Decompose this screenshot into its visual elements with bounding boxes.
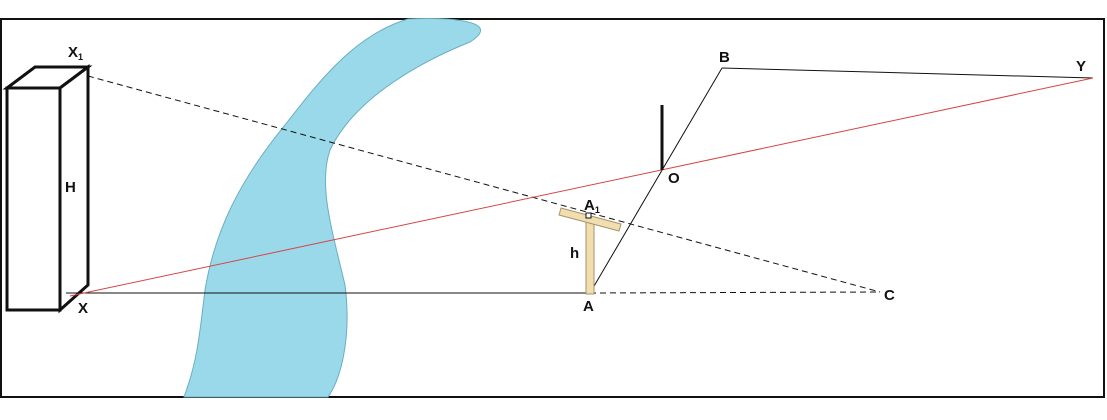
label-y: Y <box>1076 58 1086 75</box>
label-o: O <box>668 170 680 187</box>
building <box>2 64 93 314</box>
frame-border <box>0 18 1105 398</box>
measuring-rod <box>558 207 622 295</box>
dashed-line-x1-c <box>87 75 881 293</box>
label-a1: A1 <box>584 197 600 215</box>
line-b-y <box>721 67 1094 79</box>
label-c: C <box>884 287 895 304</box>
rod-crossbar <box>558 207 622 232</box>
label-x: X <box>78 300 88 317</box>
rod-sight-marker <box>585 212 592 219</box>
label-x1: X1 <box>68 44 83 62</box>
label-b: B <box>719 49 730 66</box>
dashed-line-a-c <box>589 291 881 294</box>
label-a: A <box>583 298 594 315</box>
river <box>183 17 481 398</box>
sight-line-x-y <box>69 77 1094 297</box>
label-h-upper: H <box>65 179 76 196</box>
building-front-face <box>5 86 62 312</box>
rod-post <box>585 217 595 295</box>
line-a-b <box>589 67 723 294</box>
label-h-lower: h <box>570 245 579 262</box>
